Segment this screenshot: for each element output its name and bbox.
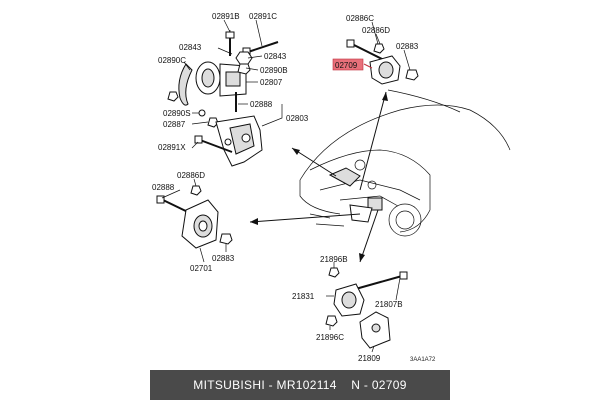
label-02890s: 02890S	[163, 109, 191, 118]
caption-reference-number: N - 02709	[351, 378, 407, 392]
washer-02890s	[198, 109, 206, 117]
label-02807: 02807	[260, 78, 283, 87]
nut-02883	[405, 69, 419, 81]
bolt-21807b	[351, 275, 403, 291]
label-02886d-left: 02886D	[177, 171, 205, 180]
label-02891c: 02891C	[249, 12, 277, 21]
exploded-parts-diagram: 02891B 02891C 02843 02843 02890C 02890B …	[152, 12, 511, 363]
label-02709: 02709	[335, 61, 358, 70]
mount-21831-assembly	[325, 267, 408, 349]
bolt-02886c	[351, 43, 385, 61]
caption-part-number: MR102114	[276, 378, 337, 392]
stopper-02890c	[178, 63, 193, 106]
label-21831: 21831	[292, 292, 315, 301]
nut-21896c	[325, 315, 338, 327]
label-02887: 02887	[163, 120, 186, 129]
caption-bar: MITSUBISHI - MR102114 N - 02709	[150, 370, 450, 400]
label-21896b: 21896B	[320, 255, 348, 264]
label-02891b: 02891B	[212, 12, 240, 21]
caption-gap	[337, 378, 352, 392]
bolt-02891c	[247, 41, 279, 53]
bolt-02891b	[225, 31, 235, 39]
bolt-02891x	[199, 139, 233, 153]
nut-02886d-lower	[190, 185, 202, 196]
label-02883-left: 02883	[212, 254, 235, 263]
label-02888: 02888	[250, 100, 273, 109]
vehicle-body-outline	[299, 89, 511, 237]
label-02883-top: 02883	[396, 42, 419, 51]
label-02890c: 02890C	[158, 56, 186, 65]
mount-02701-assembly	[156, 185, 233, 249]
nut-02883-lower	[219, 233, 233, 245]
label-21809: 21809	[358, 354, 381, 363]
upper-left-mount-assembly	[167, 30, 279, 167]
pointer-arrows	[249, 91, 388, 263]
label-21807b: 21807B	[375, 300, 403, 309]
nut-02887	[207, 117, 219, 128]
label-02886d-top: 02886D	[362, 26, 390, 35]
label-02890b: 02890B	[260, 66, 288, 75]
label-21896c: 21896C	[316, 333, 344, 342]
caption-separator: -	[264, 378, 277, 392]
mount-02709-assembly	[346, 39, 419, 85]
label-02888-left: 02888	[152, 183, 175, 192]
label-02803: 02803	[286, 114, 309, 123]
label-02843-a: 02843	[179, 43, 202, 52]
part-labels: 02891B 02891C 02843 02843 02890C 02890B …	[152, 12, 436, 363]
label-ref-code: 3AA1A72	[410, 357, 436, 363]
nut-21896b	[328, 267, 340, 278]
label-02886c: 02886C	[346, 14, 374, 23]
label-02701: 02701	[190, 264, 213, 273]
nut-02890c	[167, 91, 179, 102]
highlight-02709	[332, 58, 364, 71]
label-02891x: 02891X	[158, 143, 186, 152]
label-02843-b: 02843	[264, 52, 287, 61]
leader-lines	[161, 19, 411, 353]
nut-02886d	[373, 43, 385, 54]
caption-brand: MITSUBISHI	[193, 378, 265, 392]
